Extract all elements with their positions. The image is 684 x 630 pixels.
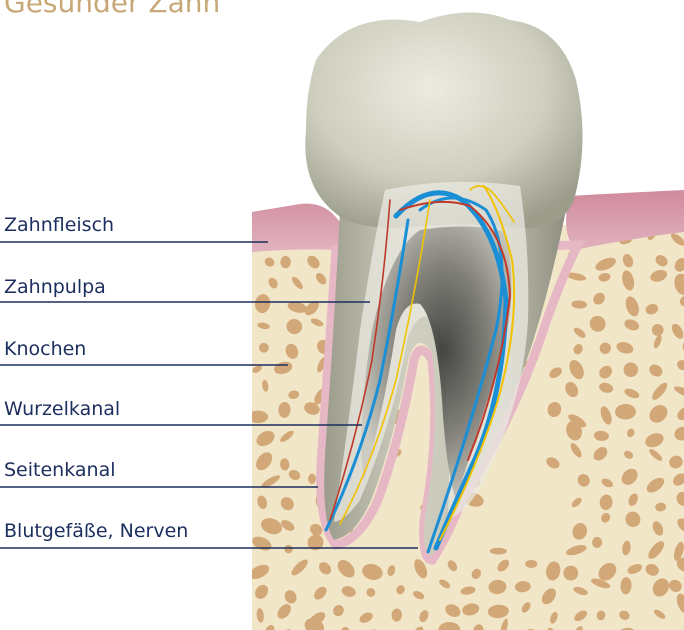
- bone-pore: [615, 404, 636, 419]
